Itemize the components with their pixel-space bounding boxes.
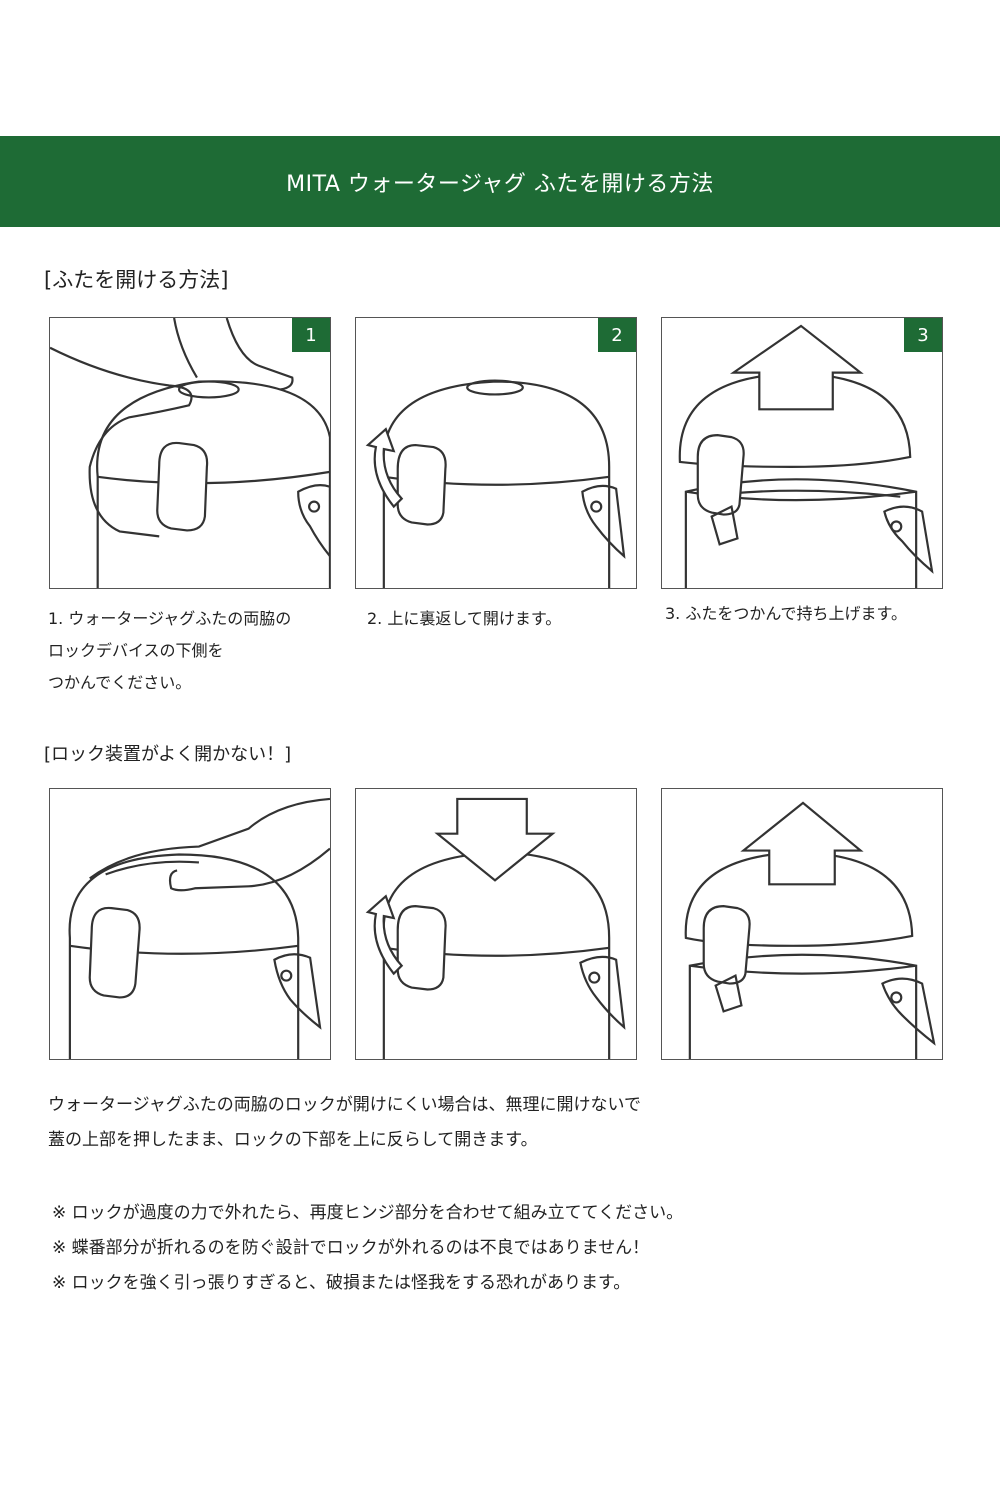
title-banner: MITA ウォータージャグ ふたを開ける方法 [0,136,1000,227]
step-1-badge: 1 [292,318,330,352]
section-title-lock-trouble: [ロック装置がよく開かない！] [44,744,292,765]
step-2-illustration: 2 [355,317,637,589]
step-2-badge: 2 [598,318,636,352]
step-3-badge: 3 [904,318,942,352]
caution-note: ※ ロックが過度の力で外れたら、再度ヒンジ部分を合わせて組み立ててください。 [52,1203,684,1223]
lift-lid-illustration [661,788,943,1060]
step-3-caption: 3. ふたをつかんで持ち上げます。 [665,598,907,630]
caution-notes: ※ ロックが過度の力で外れたら、再度ヒンジ部分を合わせて組み立ててください。 ※… [52,1196,683,1301]
jug-push-down-drawing [365,797,626,1059]
push-down-illustration [355,788,637,1060]
press-lid-illustration [49,788,331,1060]
step-1-illustration: 1 [49,317,331,589]
step-2-caption-line: 2. 上に裏返して開けます。 [367,609,562,628]
banner-title: MITA ウォータージャグ ふたを開ける方法 [286,171,714,197]
step-1-caption-line: ロックデバイスの下側を [48,641,224,660]
description-line: ウォータージャグふたの両脇のロックが開けにくい場合は、無理に開けないで [48,1095,641,1115]
step-3-illustration: 3 [661,317,943,589]
jug-lift-lid-drawing-2 [684,801,936,1059]
step-1-caption: 1. ウォータージャグふたの両脇の ロックデバイスの下側を つかんでください。 [48,603,291,699]
step-1-caption-line: 1. ウォータージャグふたの両脇の [48,609,292,628]
step-1-caption-line: つかんでください。 [48,673,192,692]
caution-note: ※ 蝶番部分が折れるのを防ぐ設計でロックが外れるのは不良ではありません！ [52,1238,650,1258]
section-title-open-method: [ふたを開ける方法] [44,268,229,292]
jug-flip-lock-drawing [365,379,626,588]
description-line: 蓋の上部を押したまま、ロックの下部を上に反らして開きます。 [48,1130,538,1150]
hand-press-lid-drawing [68,797,330,1059]
jug-lift-lid-drawing [678,324,934,588]
step-3-caption-line: 3. ふたをつかんで持ち上げます。 [665,604,907,623]
lock-trouble-description: ウォータージャグふたの両脇のロックが開けにくい場合は、無理に開けないで 蓋の上部… [48,1088,641,1158]
jug-hand-grip-drawing [50,318,330,588]
caution-note: ※ ロックを強く引っ張りすぎると、破損または怪我をする恐れがあります。 [52,1273,631,1293]
step-2-caption: 2. 上に裏返して開けます。 [367,603,561,635]
